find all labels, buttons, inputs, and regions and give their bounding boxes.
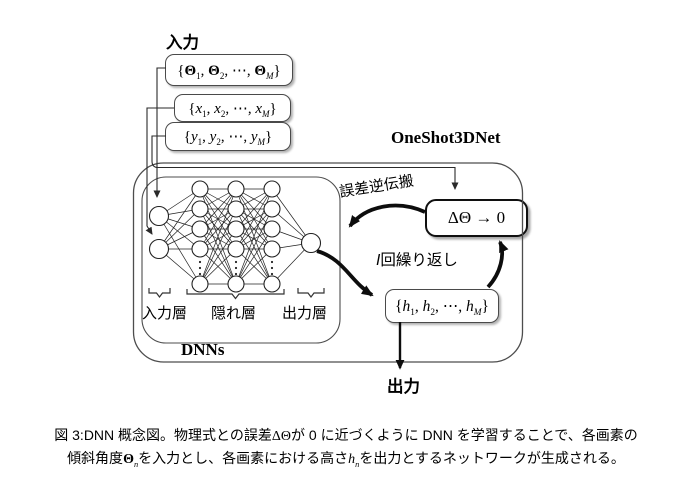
neuron-node [191,220,209,238]
ellipsis-dot [198,266,202,270]
figure-caption: 図 3:DNN 概念図。物理式との誤差ΔΘが 0 に近づくように DNN を学習… [0,425,692,470]
backprop-arrow [348,203,426,228]
y-input-box: {y1, y2, ⋯, yM} [165,122,291,151]
oneshot3dnet-label: OneShot3DNet [391,128,501,147]
x-input-box: {x1, x2, ⋯, xM} [174,94,291,122]
ellipsis-dot [270,260,274,264]
neural-network [148,180,322,293]
hidden-layer-label: 隠れ層 [211,305,257,322]
ellipsis-dot [234,266,238,270]
network-output-arrow [316,249,374,297]
output-layer-brace [297,288,325,298]
neuron-node [191,240,209,258]
hidden-layer-brace [186,289,285,300]
neuron-node [263,275,281,293]
neuron-node [191,200,209,218]
neuron-node [263,200,281,218]
neuron-node [148,205,170,227]
neuron-node [191,180,209,198]
neuron-node [227,200,245,218]
delta-theta-text: ΔΘ → 0 [447,208,506,227]
y-set-text: {y1, y2, ⋯, yM} [183,129,273,147]
ellipsis-dot [270,272,274,276]
neuron-node [191,275,209,293]
repeat-count-label: I回繰り返し [376,252,458,269]
neuron-node [263,240,281,258]
h-set-text: {h1, h2, ⋯, hM} [395,297,489,318]
neuron-node [227,220,245,238]
h-output-box: {h1, h2, ⋯, hM} [385,289,499,323]
ellipsis-dot [270,266,274,270]
input-layer-label: 入力層 [142,305,188,322]
delta-theta-box: ΔΘ → 0 [425,199,528,237]
h-to-delta-arrow [486,240,509,289]
x-set-text: {x1, x2, ⋯, xM} [188,100,277,119]
backprop-label: 誤差逆伝搬 [338,172,415,202]
neuron-node [227,240,245,258]
output-layer-label: 出力層 [282,305,328,322]
neuron-node [227,180,245,198]
ellipsis-dot [234,272,238,276]
neuron-node [263,220,281,238]
theta-input-box: {Θ1, Θ2, ⋯, ΘM} [165,54,293,86]
input-section-label: 入力 [166,34,199,52]
output-section-label: 出力 [387,378,420,396]
input-layer-brace [148,288,171,298]
caption-line-1: 図 3:DNN 概念図。物理式との誤差ΔΘが 0 に近づくように DNN を学習… [54,427,638,444]
ellipsis-dot [198,272,202,276]
neuron-node [148,238,170,260]
oneshot3dnet-container-box [132,162,524,363]
ellipsis-dot [234,260,238,264]
ellipsis-dot [198,260,202,264]
neuron-node [227,275,245,293]
dnns-label: DNNs [181,340,225,359]
neuron-node [300,232,322,254]
neuron-node [263,180,281,198]
theta-set-text: {Θ1, Θ2, ⋯, ΘM} [177,62,281,81]
caption-line-2: 傾斜角度Θnを入力とし、各画素における高さhnを出力とするネットワークが生成され… [67,449,625,469]
